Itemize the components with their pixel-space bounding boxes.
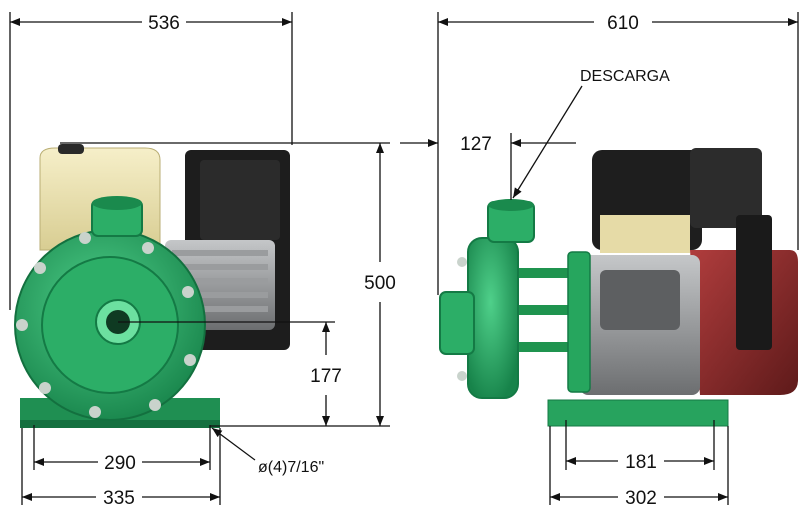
dim-302: 302 bbox=[625, 488, 657, 508]
dim-536: 536 bbox=[148, 13, 180, 34]
dim-500: 500 bbox=[364, 273, 396, 294]
dim-610: 610 bbox=[607, 13, 639, 34]
bolt-hole-label: ø(4)7/16" bbox=[258, 459, 324, 476]
dim-127: 127 bbox=[460, 134, 492, 155]
dim-181: 181 bbox=[625, 452, 657, 473]
dim-290: 290 bbox=[104, 453, 136, 474]
discharge-label: DESCARGA bbox=[580, 68, 670, 85]
dimension-labels: 536 610 500 177 290 335 127 181 302 DESC… bbox=[103, 13, 670, 508]
side-view bbox=[439, 148, 798, 427]
dim-335: 335 bbox=[103, 488, 135, 508]
front-view bbox=[14, 144, 290, 428]
pump-base-side bbox=[547, 399, 729, 427]
pump-casing-side bbox=[439, 199, 535, 399]
dimension-lines bbox=[9, 12, 799, 505]
air-filter-side bbox=[690, 148, 762, 228]
dim-177: 177 bbox=[310, 366, 342, 387]
pump-casing-front bbox=[14, 196, 206, 421]
